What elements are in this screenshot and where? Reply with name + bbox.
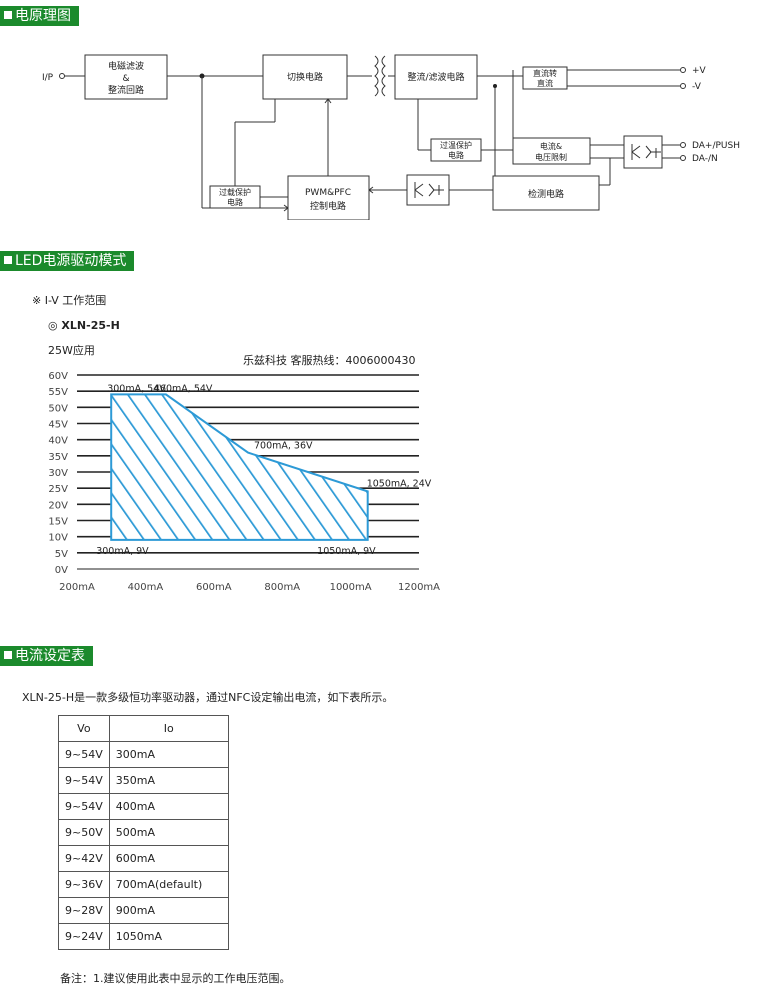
y-tick-label: 20V <box>48 500 68 511</box>
cell-io: 900mA <box>108 897 229 924</box>
limit-line-2: 电压限制 <box>535 152 567 162</box>
cell-vo: 9~28V <box>58 897 110 924</box>
square-bullet-icon <box>4 651 12 659</box>
cell-vo: 9~54V <box>58 793 110 820</box>
operating-region <box>110 393 369 541</box>
limit-box <box>512 137 591 165</box>
iv-chart: 0V 5V 10V 15V 20V 25V 30V 35V 40V 45V 50V 55V 60V 200… <box>48 371 440 593</box>
cell-io: 400mA <box>108 793 229 820</box>
y-tick-label: 25V <box>48 484 68 495</box>
input-label: I/P <box>42 73 54 83</box>
header-vo: Vo <box>58 715 110 742</box>
cell-io: 600mA <box>108 845 229 872</box>
header-io: Io <box>108 715 229 742</box>
dc-line-1: 直流转 <box>533 68 557 78</box>
overload-line-1: 过载保护 <box>219 187 251 197</box>
emi-line-1: 电磁滤波 <box>108 60 144 72</box>
y-tick-label: 60V <box>48 371 68 382</box>
dc-line-2: 直流 <box>537 78 553 88</box>
y-tick-label: 35V <box>48 452 68 463</box>
overtemp-line-2: 电路 <box>448 150 464 160</box>
switch-label: 切换电路 <box>287 71 323 83</box>
cell-io: 1050mA <box>108 923 229 950</box>
cell-io: 300mA <box>108 741 229 768</box>
limit-line-1: 电流& <box>540 141 562 151</box>
x-tick-label: 400mA <box>128 582 164 593</box>
point-annotation: 300mA, 9V <box>96 546 149 557</box>
cell-vo: 9~42V <box>58 845 110 872</box>
iv-app: 25W应用 <box>48 344 95 357</box>
y-tick-label: 55V <box>48 387 68 398</box>
section-header-driver-mode: LED电源驱动模式 <box>0 251 135 271</box>
point-annotation: 300mA, 54V <box>107 383 166 394</box>
section-header-schematic: 电原理图 <box>0 6 79 26</box>
y-tick-label: 40V <box>48 436 68 447</box>
output-pos-label: +V <box>692 66 707 76</box>
x-tick-label: 600mA <box>196 582 232 593</box>
y-tick-label: 45V <box>48 420 68 431</box>
square-bullet-icon <box>4 256 12 264</box>
cell-io: 350mA <box>108 767 229 794</box>
overtemp-line-1: 过温保护 <box>440 140 472 150</box>
x-tick-label: 800mA <box>264 582 300 593</box>
y-tick-label: 30V <box>48 468 68 479</box>
cell-vo: 9~24V <box>58 923 110 950</box>
section-header-current-table: 电流设定表 <box>0 646 93 666</box>
emi-filter-box <box>84 54 168 100</box>
y-tick-label: 0V <box>55 565 68 576</box>
point-annotation: 1050mA, 24V <box>367 478 432 489</box>
square-bullet-icon <box>4 11 12 19</box>
rectifier-label: 整流/滤波电路 <box>407 71 464 83</box>
emi-line-3: 整流回路 <box>108 84 144 96</box>
dc-dc-box <box>522 66 568 90</box>
switch-circuit-box <box>262 54 348 100</box>
pwm-pfc-box <box>287 175 370 220</box>
overload-line-2: 电路 <box>227 197 243 207</box>
detect-label: 检测电路 <box>528 188 564 200</box>
watermark-hotline: 乐兹科技 客服热线：4006000430 <box>243 354 416 367</box>
pwm-line-1: PWM&PFC <box>305 188 351 198</box>
output-da-n-label: DA-/N <box>692 154 718 164</box>
emi-line-2: & <box>122 74 129 84</box>
table-header-row: Vo Io <box>58 715 229 742</box>
pwm-line-2: 控制电路 <box>310 200 346 212</box>
detect-box <box>492 175 600 211</box>
iv-heading: ※ I-V 工作范围 <box>32 294 107 307</box>
x-tick-label: 200mA <box>59 582 95 593</box>
x-tick-label: 1200mA <box>398 582 440 593</box>
y-tick-label: 15V <box>48 517 68 528</box>
block-diagram: I/P 电磁滤波 & 整流回路 切换电路 整流/滤波电路 直流转 直流 +V -… <box>42 54 740 220</box>
cell-vo: 9~54V <box>58 767 110 794</box>
cell-vo: 9~54V <box>58 741 110 768</box>
point-annotation: 460mA, 54V <box>154 383 213 394</box>
rectifier-filter-box <box>394 54 478 100</box>
point-annotation: 700mA, 36V <box>254 441 313 452</box>
cell-io: 500mA <box>108 819 229 846</box>
x-tick-label: 1000mA <box>330 582 372 593</box>
output-da-push-label: DA+/PUSH <box>692 141 740 151</box>
y-tick-label: 5V <box>55 549 68 560</box>
y-tick-label: 50V <box>48 403 68 414</box>
point-annotation: 1050mA, 9V <box>317 546 376 557</box>
cell-vo: 9~50V <box>58 819 110 846</box>
cell-vo: 9~36V <box>58 871 110 898</box>
current-intro: XLN-25-H是一款多级恒功率驱动器，通过NFC设定输出电流，如下表所示。 <box>22 691 394 704</box>
cell-io: 700mA(default) <box>108 871 229 898</box>
output-neg-label: -V <box>692 82 702 92</box>
table-note: 备注：1.建议使用此表中显示的工作电压范围。 <box>60 972 291 985</box>
iv-model: ◎ XLN-25-H <box>48 319 120 332</box>
y-tick-label: 10V <box>48 533 68 544</box>
